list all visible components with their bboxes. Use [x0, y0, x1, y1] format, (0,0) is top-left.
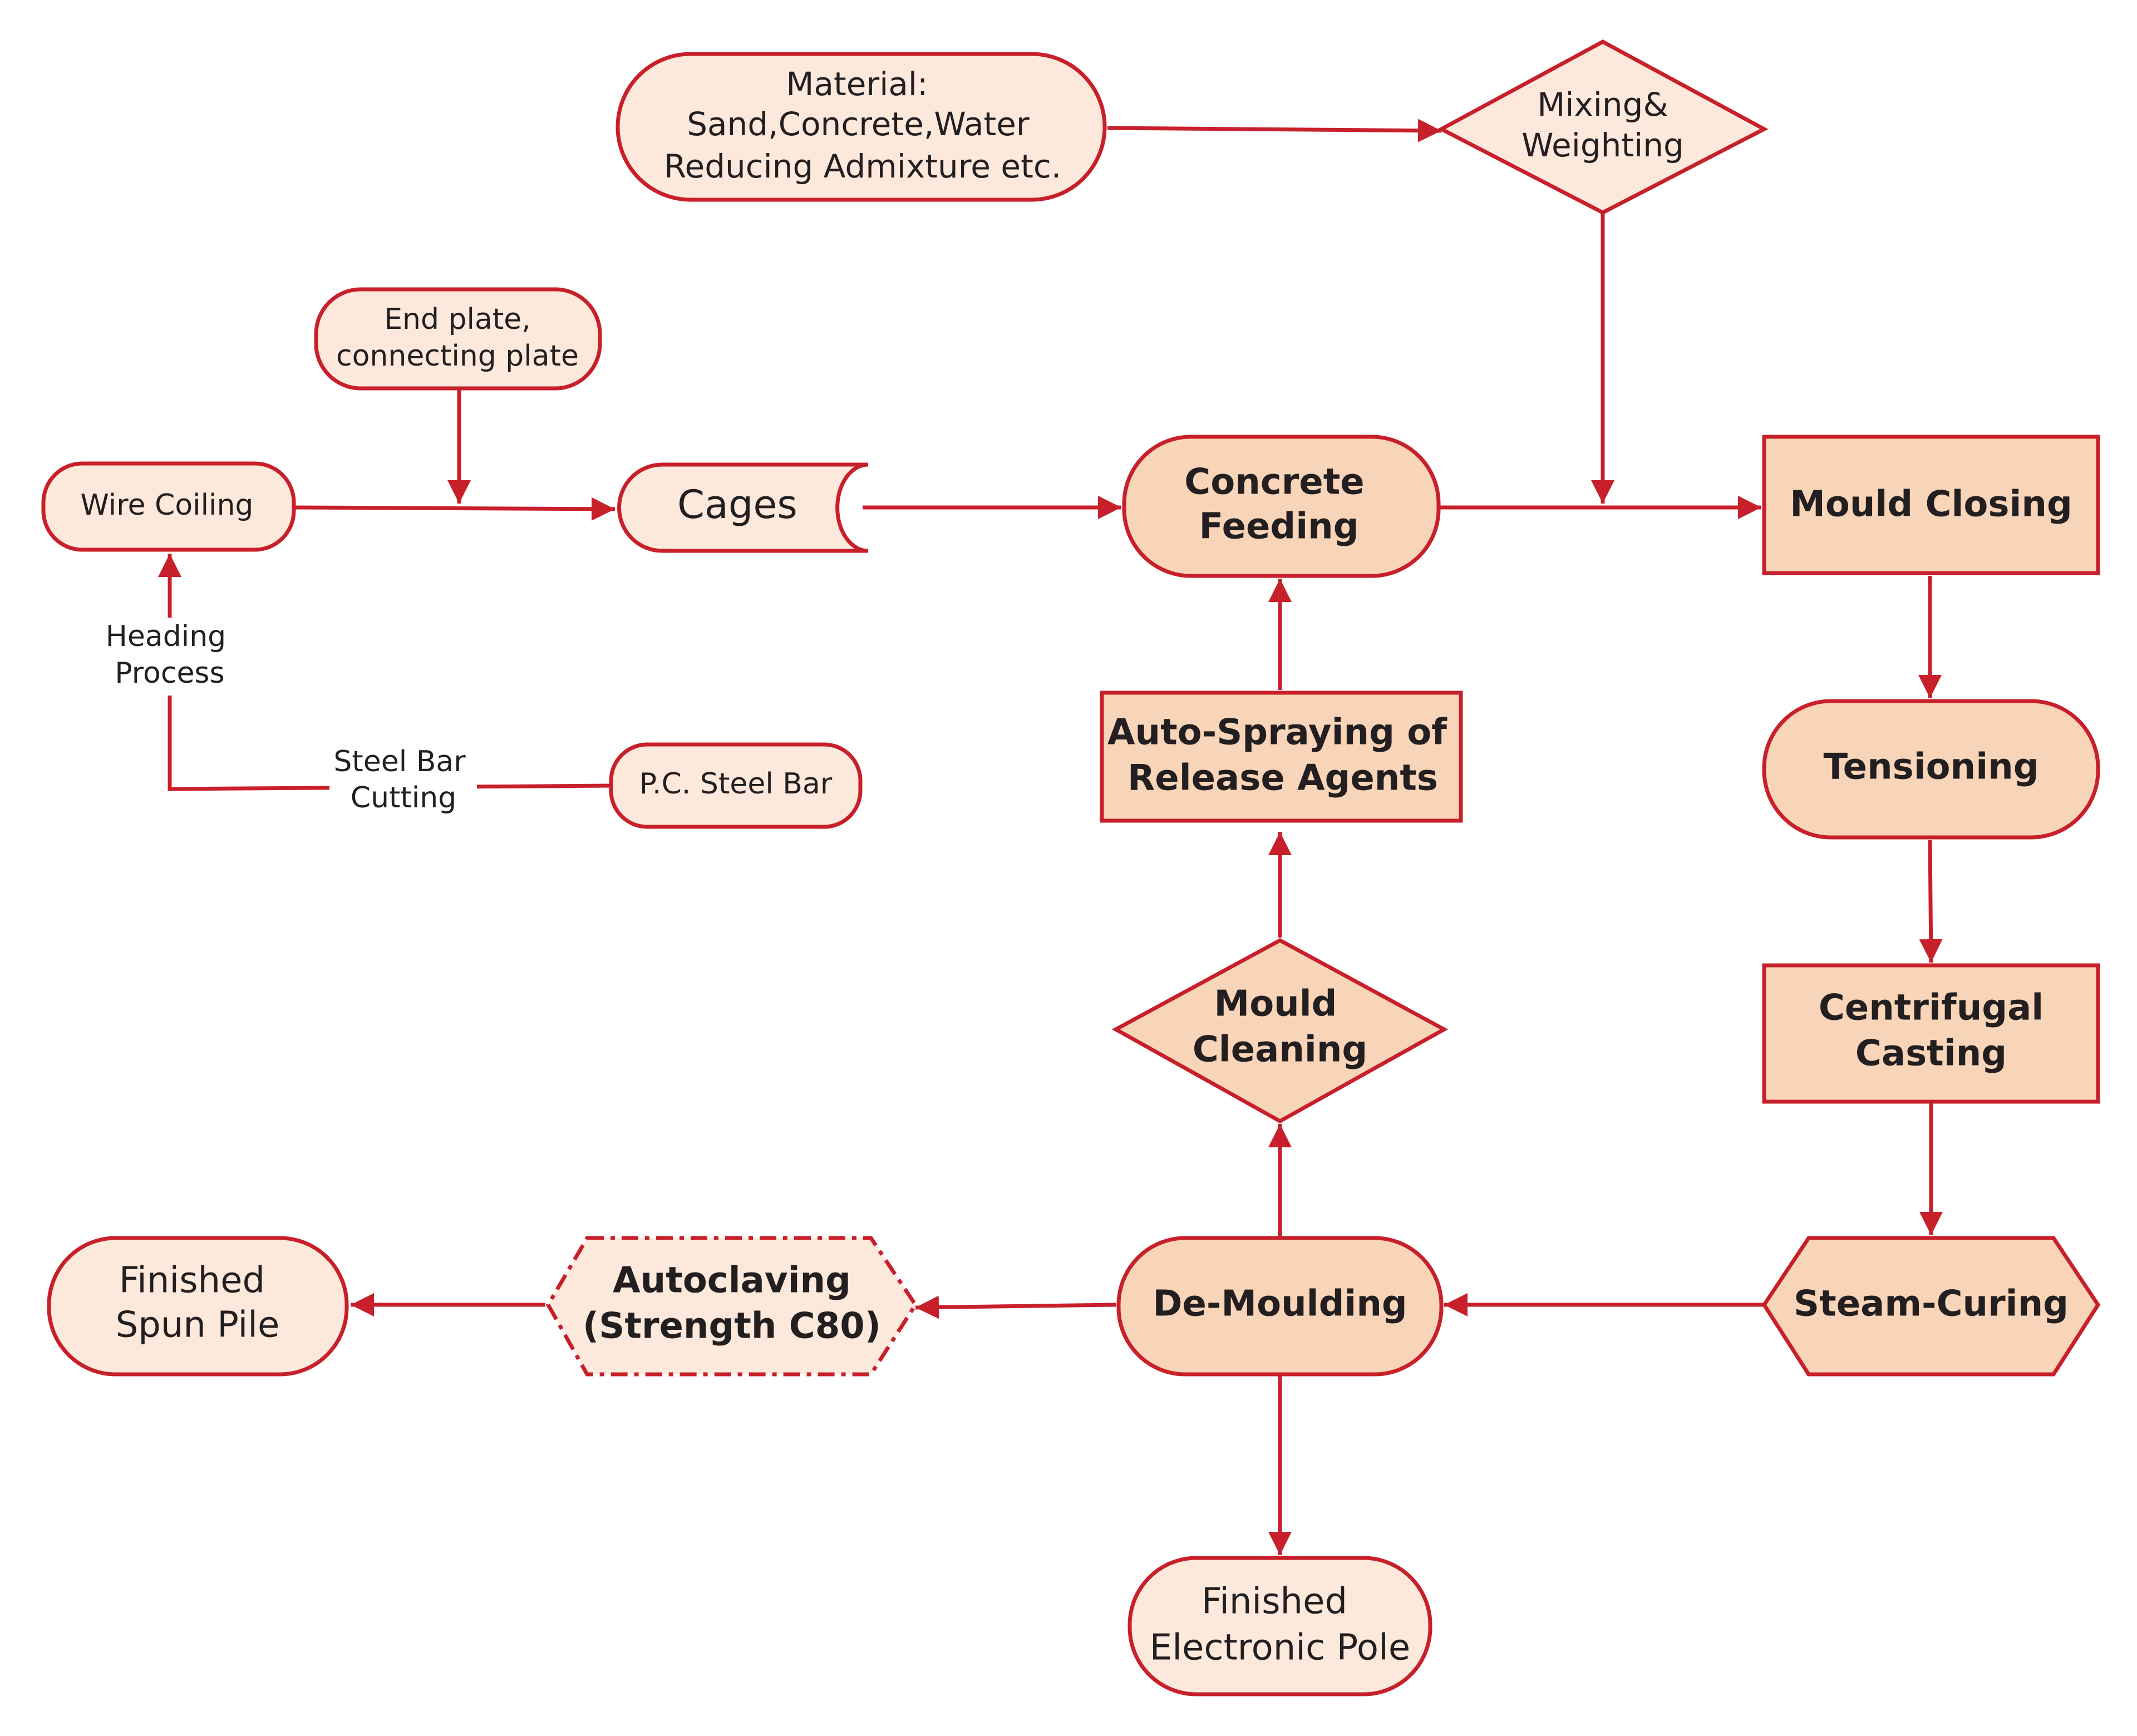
node-label: Centrifugal — [1819, 988, 2044, 1029]
node-label: Steam-Curing — [1794, 1284, 2069, 1325]
node-de-moulding: De-Moulding — [1116, 1236, 1444, 1377]
node-auto-spraying: Auto-Spraying of Release Agents — [1100, 691, 1463, 823]
edge-tensioning-to-centrifugal — [1919, 840, 1943, 963]
node-label: connecting plate — [336, 339, 579, 373]
node-end-plate: End plate, connecting plate — [314, 287, 602, 391]
node-label: Sand,Concrete,Water — [687, 105, 1030, 143]
node-wire-coiling: Wire Coiling — [41, 461, 296, 552]
node-label: Spun Pile — [116, 1305, 280, 1346]
node-label: Finished — [119, 1260, 265, 1301]
node-label: Weighting — [1521, 126, 1684, 164]
node-finished-spun-pile: Finished Spun Pile — [47, 1236, 349, 1377]
node-label: Autoclaving — [613, 1260, 851, 1301]
edge-label-line: Steel Bar — [333, 745, 466, 778]
node-label: Mould Closing — [1790, 484, 2072, 525]
node-mould-cleaning: Mould Cleaning — [1111, 938, 1449, 1124]
node-label: Cleaning — [1193, 1029, 1367, 1071]
edge-material-to-mixing — [1107, 119, 1442, 142]
node-label: Finished — [1202, 1581, 1347, 1622]
node-finished-electronic-pole: Finished Electronic Pole — [1127, 1556, 1432, 1696]
edge-label-line: Heading — [106, 620, 226, 653]
node-label: Tensioning — [1824, 747, 2039, 788]
node-label: Electronic Pole — [1150, 1628, 1410, 1669]
node-autoclaving: Autoclaving (Strength C80) — [545, 1236, 918, 1377]
edge-label-heading-process: Heading Process — [100, 618, 239, 696]
node-label: Concrete — [1184, 462, 1364, 503]
node-cages: Cages — [617, 462, 869, 553]
node-label: End plate, — [384, 303, 531, 336]
node-mixing-weighting: Mixing& Weighting — [1437, 40, 1769, 215]
node-label: Casting — [1855, 1033, 2007, 1074]
edge-label-steel-bar-cutting: Steel Bar Cutting — [329, 743, 477, 821]
node-pc-steel-bar: P.C. Steel Bar — [609, 742, 863, 829]
node-label: Auto-Spraying of — [1107, 712, 1447, 753]
node-label: De-Moulding — [1153, 1284, 1407, 1325]
node-tensioning: Tensioning — [1762, 699, 2100, 840]
node-label: Material: — [786, 65, 928, 103]
node-mould-closing: Mould Closing — [1762, 435, 2100, 575]
node-label: Release Agents — [1127, 758, 1438, 799]
node-label: Mixing& — [1537, 86, 1668, 124]
node-label: Mould — [1214, 984, 1337, 1025]
node-steam-curing: Steam-Curing — [1761, 1236, 2101, 1377]
node-label: Wire Coiling — [81, 489, 254, 522]
node-label: P.C. Steel Bar — [639, 767, 833, 801]
edge-label-line: Process — [115, 657, 224, 690]
node-material: Material: Sand,Concrete,Water Reducing A… — [616, 52, 1107, 202]
node-label: Feeding — [1199, 506, 1358, 548]
node-label: Reducing Admixture etc. — [664, 147, 1061, 185]
edge-wirecoiling-to-cages — [294, 497, 616, 521]
edge-demoulding-to-autoclaving — [915, 1295, 1116, 1319]
node-label: Cages — [677, 482, 797, 527]
node-concrete-feeding: Concrete Feeding — [1122, 435, 1441, 578]
node-centrifugal-casting: Centrifugal Casting — [1762, 963, 2100, 1104]
node-label: (Strength C80) — [583, 1306, 881, 1347]
edge-label-line: Cutting — [351, 781, 456, 815]
